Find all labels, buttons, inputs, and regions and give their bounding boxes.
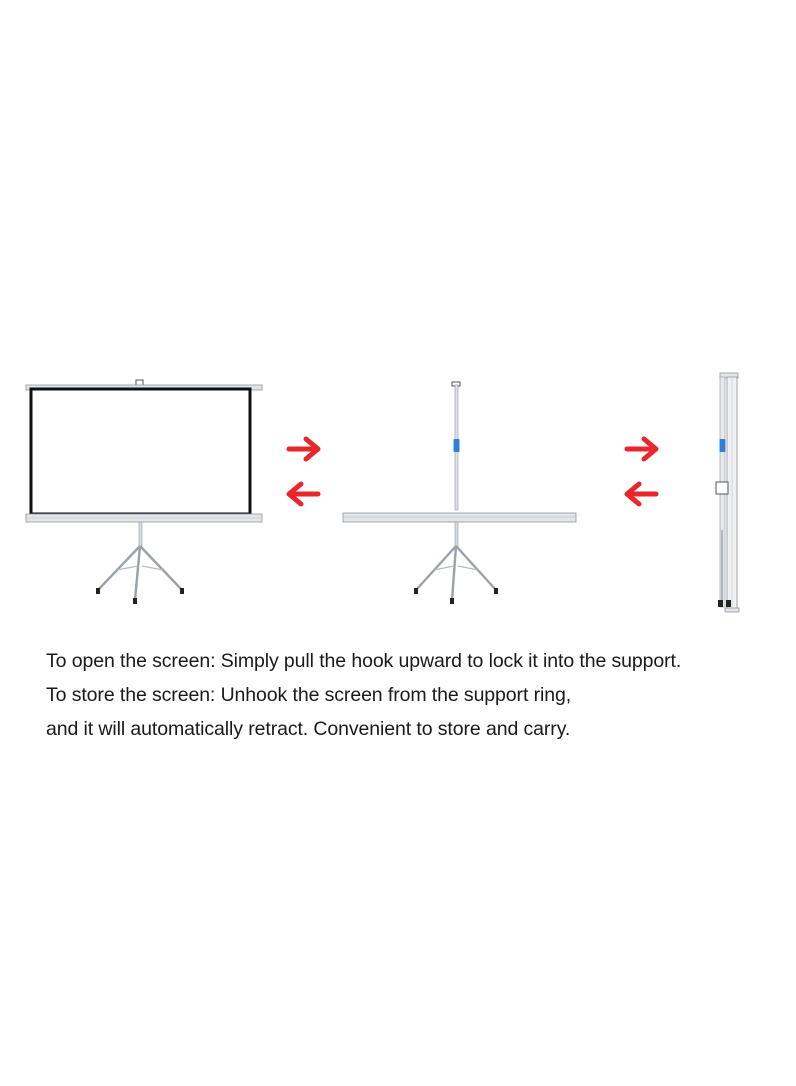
arrow-right-icon	[286, 436, 321, 462]
projector-screen-open-icon	[25, 379, 263, 604]
arrow-left-icon	[624, 481, 659, 507]
projector-screen-folded-icon	[715, 372, 740, 613]
arrow-left-icon	[286, 481, 321, 507]
store-instruction-text: To store the screen: Unhook the screen f…	[46, 684, 572, 706]
open-instruction-text: To open the screen: Simply pull the hook…	[46, 650, 682, 672]
arrow-right-icon	[624, 436, 659, 462]
projector-screen-illustration	[25, 372, 740, 613]
store-instruction-text-continued: and it will automatically retract. Conve…	[46, 718, 571, 740]
projector-screen-retracting-icon	[342, 381, 577, 604]
